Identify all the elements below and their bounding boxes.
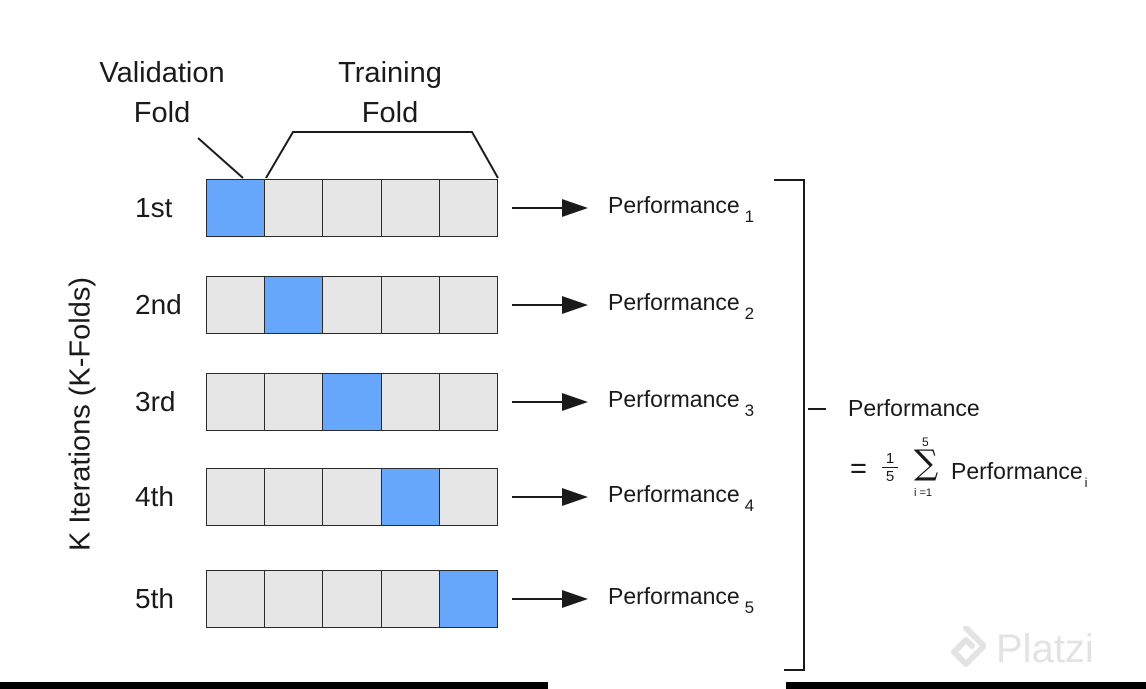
validation-header-line2: Fold: [133, 97, 191, 129]
training-fold: [381, 180, 440, 236]
validation-fold: [439, 571, 498, 627]
training-header-line1: Training: [338, 57, 442, 89]
validation-fold: [207, 180, 266, 236]
performance-subscript: 2: [744, 304, 755, 323]
fold-row: [206, 373, 498, 431]
fraction: 1 5: [882, 451, 898, 486]
fold-row: [206, 179, 498, 237]
training-fold: [265, 180, 324, 236]
sigma-symbol: ∑: [914, 443, 939, 483]
arrow-head-icon: [562, 590, 588, 608]
training-fold: [265, 469, 324, 525]
training-fold: [207, 571, 266, 627]
results-bracket: [774, 179, 805, 671]
training-fold: [439, 374, 498, 430]
bottom-bar-left: [0, 682, 548, 689]
sum-term-text: Performance: [951, 458, 1083, 484]
validation-fold: [323, 374, 382, 430]
training-fold: [323, 180, 382, 236]
iteration-label: 4th: [135, 481, 174, 512]
bottom-bar-right: [786, 682, 1146, 689]
training-fold: [439, 277, 498, 333]
performance-text: Performance: [608, 481, 740, 507]
performance-subscript: 4: [744, 496, 755, 515]
y-axis-label: K Iterations (K-Folds): [64, 277, 97, 551]
validation-fold: [381, 469, 440, 525]
training-fold: [323, 571, 382, 627]
performance-text: Performance: [608, 386, 740, 412]
training-fold: [207, 374, 266, 430]
fraction-denominator: 5: [885, 468, 895, 485]
validation-pointer-line: [197, 137, 244, 179]
training-header-line2: Fold: [361, 97, 419, 129]
arrow-head-icon: [562, 488, 588, 506]
training-fold: [265, 571, 324, 627]
arrow-head-icon: [562, 393, 588, 411]
performance-subscript: 3: [744, 401, 755, 420]
fold-row: [206, 468, 498, 526]
training-fold: [381, 571, 440, 627]
validation-header-line1: Validation: [99, 57, 225, 89]
training-fold: [381, 374, 440, 430]
sum-upper-limit: 5: [922, 435, 929, 449]
training-fold: [207, 277, 266, 333]
arrow-head-icon: [562, 296, 588, 314]
training-bracket: [265, 131, 499, 179]
arrow-head-icon: [562, 199, 588, 217]
performance-subscript: 5: [744, 598, 755, 617]
fold-row: [206, 276, 498, 334]
validation-fold-header: Validation Fold: [82, 53, 242, 133]
training-fold: [207, 469, 266, 525]
equals-sign: =: [850, 453, 867, 485]
platzi-logo-icon: [951, 626, 986, 667]
iteration-label: 5th: [135, 583, 174, 614]
iteration-label: 3rd: [135, 386, 176, 417]
validation-fold: [265, 277, 324, 333]
training-fold: [265, 374, 324, 430]
performance-text: Performance: [608, 192, 740, 218]
performance-text: Performance: [608, 289, 740, 315]
performance-subscript: 1: [744, 207, 755, 226]
result-title: Performance: [848, 395, 980, 421]
fold-row: [206, 570, 498, 628]
training-fold: [439, 180, 498, 236]
platzi-watermark: Platzi: [946, 625, 1094, 673]
training-fold: [323, 277, 382, 333]
training-fold: [323, 469, 382, 525]
watermark-text: Platzi: [996, 626, 1094, 671]
sum-term-subscript: i: [1084, 475, 1088, 490]
iteration-label: 2nd: [135, 289, 182, 320]
training-fold: [381, 277, 440, 333]
iteration-label: 1st: [135, 192, 173, 223]
fraction-numerator: 1: [882, 451, 898, 468]
performance-text: Performance: [608, 583, 740, 609]
training-fold: [439, 469, 498, 525]
sum-lower-limit: i =1: [914, 487, 933, 499]
training-fold-header: Training Fold: [310, 53, 470, 133]
